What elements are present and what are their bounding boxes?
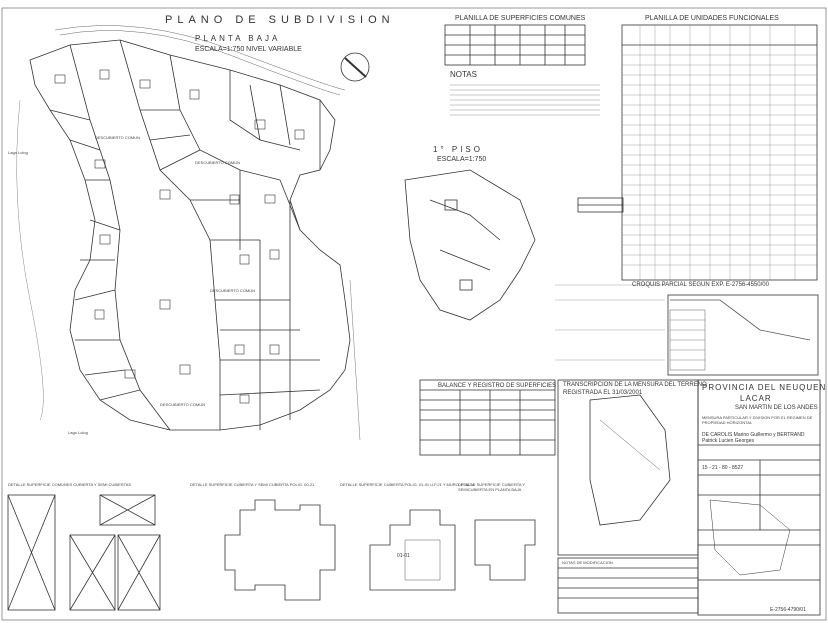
descubierto-comun-2: DESCUBIERTO COMUN — [210, 288, 255, 293]
propietario-label: DE CAROLIS Marino Guillermo y BERTRAND P… — [702, 432, 805, 444]
descubierto-comun-3: DESCUBIERTO COMUN — [160, 402, 205, 407]
detail-3-title: DETALLE SUPERFICIE CUBIERTA POLIG. 01-01… — [340, 482, 475, 487]
mensura-label: MENSURA PARTICULAR Y DIVISION POR EL REG… — [702, 415, 813, 425]
lago-label-1: Lago Lolog — [8, 150, 28, 155]
balance-title: BALANCE Y REGISTRO DE SUPERFICIES — [438, 383, 557, 389]
descubierto-comun-4: DESCUBIERTO COMUN — [95, 135, 140, 140]
detail-1-title: DETALLE SUPERFICIE COMUNES CUBIERTA Y SE… — [8, 482, 132, 487]
lago-label-2: Lago Lolog — [68, 430, 88, 435]
detail-4-title: DETALLE SUPERFICIE CUBIERTA Y SEMICUBIER… — [458, 482, 525, 492]
expediente-label: E-2756-4790/01 — [770, 607, 806, 613]
detail-2-title: DETALLE SUPERFICIE CUBIERTA Y SEMI CUBIE… — [190, 482, 315, 487]
plan-title: PLANO DE SUBDIVISION — [165, 14, 395, 26]
notas-title: NOTAS — [450, 70, 477, 79]
escala-p1: ESCALA=1:750 — [437, 156, 487, 163]
lacar-label: LACAR — [740, 394, 772, 403]
matricula-label: 15 - 21 - 80 - 8527 — [702, 465, 744, 471]
primer-piso-label: 1° PISO — [433, 145, 483, 154]
croquis-parcial-title: CROQUIS PARCIAL SEGUN EXP. E-2756-4550/0… — [632, 282, 769, 288]
transcripcion-title: TRANSCRIPCION DE LA MENSURA DEL TERRENO — [563, 382, 707, 388]
notas-modificacion-title: NOTAS DE MODIFICACION — [562, 560, 613, 565]
transcripcion-date: REGISTRADA EL 31/03/2001 — [563, 390, 643, 396]
provincia-label: PROVINCIA DEL NEUQUEN — [702, 383, 827, 392]
detail-3-lot-label: 01-01 — [397, 553, 410, 559]
table-unidades-funcionales-title: PLANILLA DE UNIDADES FUNCIONALES — [645, 15, 779, 22]
escala-pb: ESCALA=1:750 NIVEL VARIABLE — [195, 46, 302, 53]
localidad-label: SAN MARTIN DE LOS ANDES — [735, 405, 818, 411]
descubierto-comun-1: DESCUBIERTO COMUN — [195, 160, 240, 165]
planta-baja-label: PLANTA BAJA — [195, 34, 281, 43]
table-superficies-comunes-title: PLANILLA DE SUPERFICIES COMUNES — [455, 15, 586, 22]
